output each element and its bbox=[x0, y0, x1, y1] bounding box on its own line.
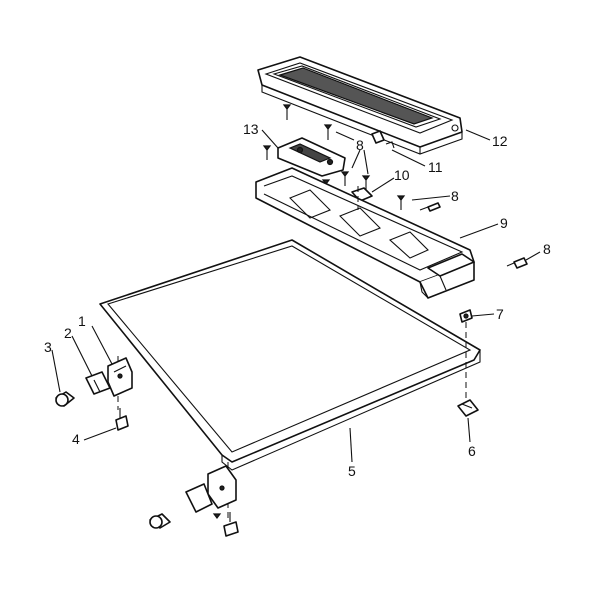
screw bbox=[506, 257, 528, 269]
callout-3: 3 bbox=[44, 339, 52, 355]
callout-8-mid: 8 bbox=[451, 188, 459, 204]
hinge-assembly-left bbox=[55, 357, 133, 431]
callout-7: 7 bbox=[496, 306, 504, 322]
screw bbox=[396, 195, 406, 210]
foot-pad-6 bbox=[457, 399, 479, 417]
screw bbox=[361, 175, 371, 190]
console-panel-12 bbox=[257, 56, 463, 155]
callout-9: 9 bbox=[500, 215, 508, 231]
callout-8-top: 8 bbox=[356, 137, 364, 153]
callout-6: 6 bbox=[468, 443, 476, 459]
alignment-lines bbox=[117, 186, 467, 520]
screw bbox=[419, 202, 441, 212]
screw bbox=[262, 145, 272, 160]
callout-10: 10 bbox=[394, 167, 410, 183]
screw-7 bbox=[459, 309, 473, 323]
clip-11 bbox=[371, 130, 395, 149]
callout-13: 13 bbox=[243, 121, 259, 137]
bracket-plate-13 bbox=[277, 137, 346, 177]
leader-lines bbox=[51, 129, 541, 463]
screw bbox=[323, 124, 333, 140]
screw bbox=[282, 104, 292, 120]
lid-panel-5 bbox=[99, 239, 481, 471]
mounting-rail-9 bbox=[255, 167, 475, 299]
callout-4: 4 bbox=[72, 431, 80, 447]
callout-5: 5 bbox=[348, 463, 356, 479]
callout-11: 11 bbox=[428, 159, 443, 175]
screw-group-8 bbox=[262, 104, 528, 269]
hinge-assembly-front bbox=[149, 465, 239, 537]
callout-12: 12 bbox=[492, 133, 508, 149]
callout-8-right: 8 bbox=[543, 241, 551, 257]
callout-labels: 12 11 13 8 10 8 9 8 7 1 2 3 4 5 6 1 bbox=[44, 121, 551, 479]
callout-1-top: 1 bbox=[78, 313, 86, 329]
callout-2: 2 bbox=[64, 325, 72, 341]
screw bbox=[340, 171, 350, 186]
